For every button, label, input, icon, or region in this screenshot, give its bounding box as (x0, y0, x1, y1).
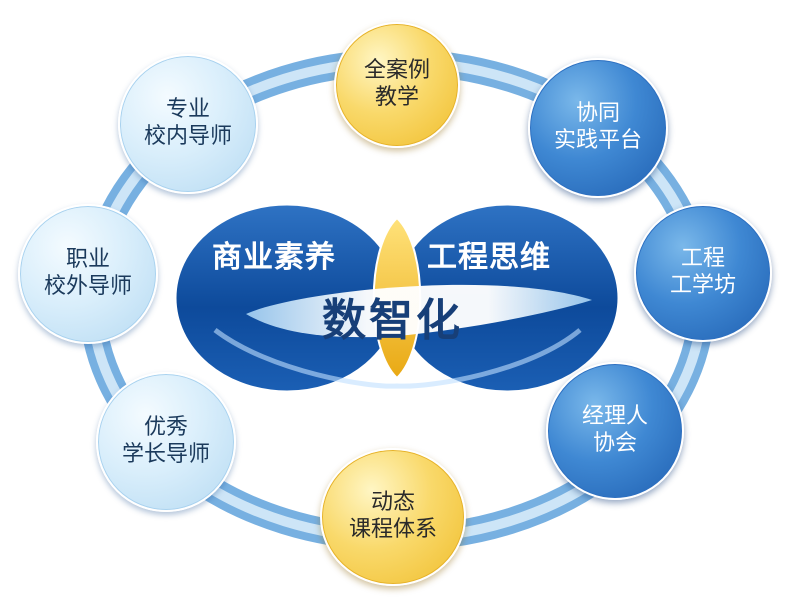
node-zhiye-line1: 职业 (65, 247, 110, 273)
node-jingliren: 经理人 协会 (546, 362, 684, 500)
node-zhuanye: 专业 校内导师 (118, 54, 258, 194)
node-youxiu-line2: 学长导师 (121, 442, 210, 467)
right-center-label: 工程思维 (427, 240, 551, 275)
node-dongtai-line2: 课程体系 (348, 517, 437, 542)
node-jingliren-line2: 协会 (592, 431, 637, 456)
node-zhuanye-line2: 校内导师 (143, 124, 232, 149)
node-youxiu: 优秀 学长导师 (96, 372, 236, 512)
center-band (246, 284, 592, 338)
node-gongcheng-fang-line2: 工学坊 (669, 273, 736, 298)
node-dongtai-line1: 动态 (370, 490, 415, 516)
node-dongtai: 动态 课程体系 (320, 448, 466, 586)
node-xietong-line2: 实践平台 (553, 128, 642, 153)
node-gongcheng-fang: 工程 工学坊 (634, 204, 772, 342)
node-quan-anli-line1: 全案例 (363, 58, 430, 84)
node-xietong-line1: 协同 (575, 101, 620, 127)
node-zhiye-line2: 校外导师 (43, 274, 132, 299)
node-xietong: 协同 实践平台 (528, 58, 668, 198)
lower-reflection (213, 328, 582, 389)
node-zhiye: 职业 校外导师 (18, 204, 158, 344)
node-zhuanye-line1: 专业 (165, 97, 210, 123)
node-gongcheng-fang-line1: 工程 (680, 246, 725, 272)
node-jingliren-line1: 经理人 (581, 404, 648, 430)
node-quan-anli-line2: 教学 (374, 85, 419, 110)
left-center-label: 商业素养 (212, 240, 336, 275)
node-quan-anli: 全案例 教学 (334, 22, 460, 148)
core-center-label: 数智化 (322, 295, 463, 346)
node-youxiu-line1: 优秀 (143, 415, 188, 441)
